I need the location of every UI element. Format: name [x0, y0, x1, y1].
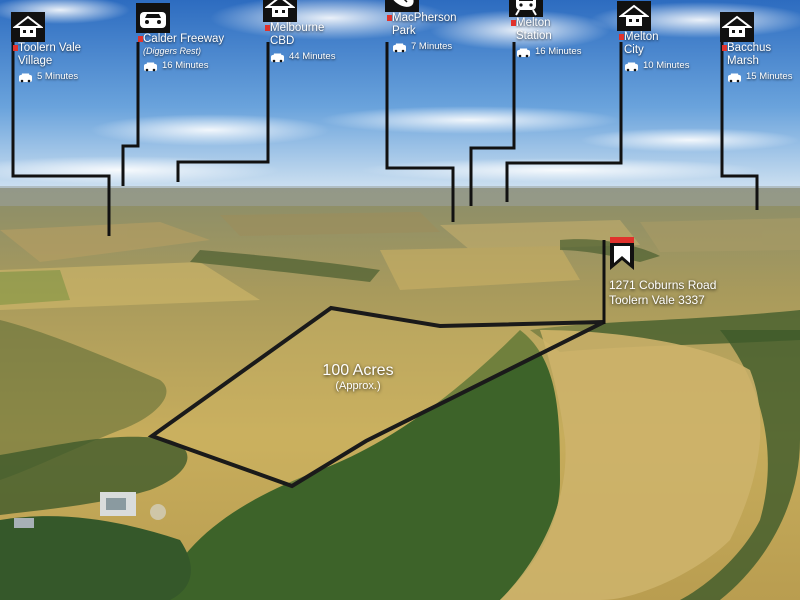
travel-time: 16 Minutes: [143, 60, 224, 72]
travel-time-text: 5 Minutes: [37, 71, 79, 82]
place-name: Toolern Vale Village: [18, 42, 82, 67]
address-line-2: Toolern Vale 3337: [609, 293, 705, 307]
travel-time-text: 16 Minutes: [535, 46, 582, 57]
car-icon: [517, 48, 530, 57]
red-dot: [265, 25, 270, 31]
place-name: Calder Freeway: [143, 33, 225, 45]
area-label: 100 Acres (Approx.): [303, 362, 413, 393]
house-icon: [720, 12, 754, 42]
travel-time: 16 Minutes: [516, 46, 581, 58]
marker-melton-station: Melton Station 16 Minutes: [509, 0, 581, 58]
place-name: Melbourne CBD: [270, 22, 325, 47]
hillside: [500, 330, 761, 600]
marker-macpherson-park: MacPherson Park 7 Minutes: [385, 0, 457, 53]
marker-melton-city: Melton City 10 Minutes: [617, 1, 689, 72]
field-patches: [0, 212, 800, 310]
house-icon: [617, 1, 651, 31]
marker-melbourne-cbd: Melbourne CBD 44 Minutes: [263, 0, 335, 63]
area-note: (Approx.): [335, 380, 381, 392]
car-icon: [625, 62, 638, 71]
travel-time: 7 Minutes: [392, 41, 457, 53]
marker-calder-freeway: Calder Freeway(Diggers Rest) 16 Minutes: [136, 3, 225, 72]
marker-bacchus-marsh: Bacchus Marsh 15 Minutes: [720, 12, 792, 83]
area-value: 100 Acres: [322, 362, 394, 379]
travel-time: 5 Minutes: [18, 71, 81, 83]
travel-time: 44 Minutes: [270, 51, 335, 63]
travel-time-text: 15 Minutes: [746, 71, 793, 82]
car-icon: [271, 53, 284, 62]
car-icon: [144, 62, 157, 71]
travel-time-text: 7 Minutes: [411, 41, 453, 52]
address-line-1: 1271 Coburns Road: [609, 278, 717, 292]
house-icon: [263, 0, 297, 22]
red-dot: [138, 36, 143, 42]
football-icon: [385, 0, 419, 12]
car-icon: [728, 73, 741, 82]
homestead: [14, 492, 166, 528]
car-icon: [19, 73, 32, 82]
address-pin: [602, 237, 634, 324]
car-icon: [136, 3, 170, 33]
house-icon: [11, 12, 45, 42]
travel-time: 15 Minutes: [727, 71, 792, 83]
travel-time-text: 10 Minutes: [643, 60, 690, 71]
place-subtitle: (Diggers Rest): [143, 46, 202, 56]
place-name: Melton City: [624, 31, 659, 56]
place-name: Melton Station: [516, 17, 552, 42]
forest: [160, 330, 560, 600]
marker-leader-lines: [11, 42, 759, 236]
red-dot: [722, 45, 727, 51]
train-icon: [509, 0, 543, 17]
red-dot: [619, 34, 624, 40]
place-name: Bacchus Marsh: [727, 42, 772, 67]
address-label: 1271 Coburns Road Toolern Vale 3337: [609, 278, 716, 308]
car-icon: [393, 43, 406, 52]
travel-time: 10 Minutes: [624, 60, 689, 72]
red-dot: [13, 45, 18, 51]
place-name: MacPherson Park: [392, 12, 457, 37]
forest-left: [0, 516, 191, 600]
red-dot: [387, 15, 392, 21]
travel-time-text: 16 Minutes: [162, 60, 209, 71]
marker-toolern-vale: Toolern Vale Village 5 Minutes: [11, 12, 82, 83]
red-dot: [511, 20, 516, 26]
travel-time-text: 44 Minutes: [289, 51, 336, 62]
